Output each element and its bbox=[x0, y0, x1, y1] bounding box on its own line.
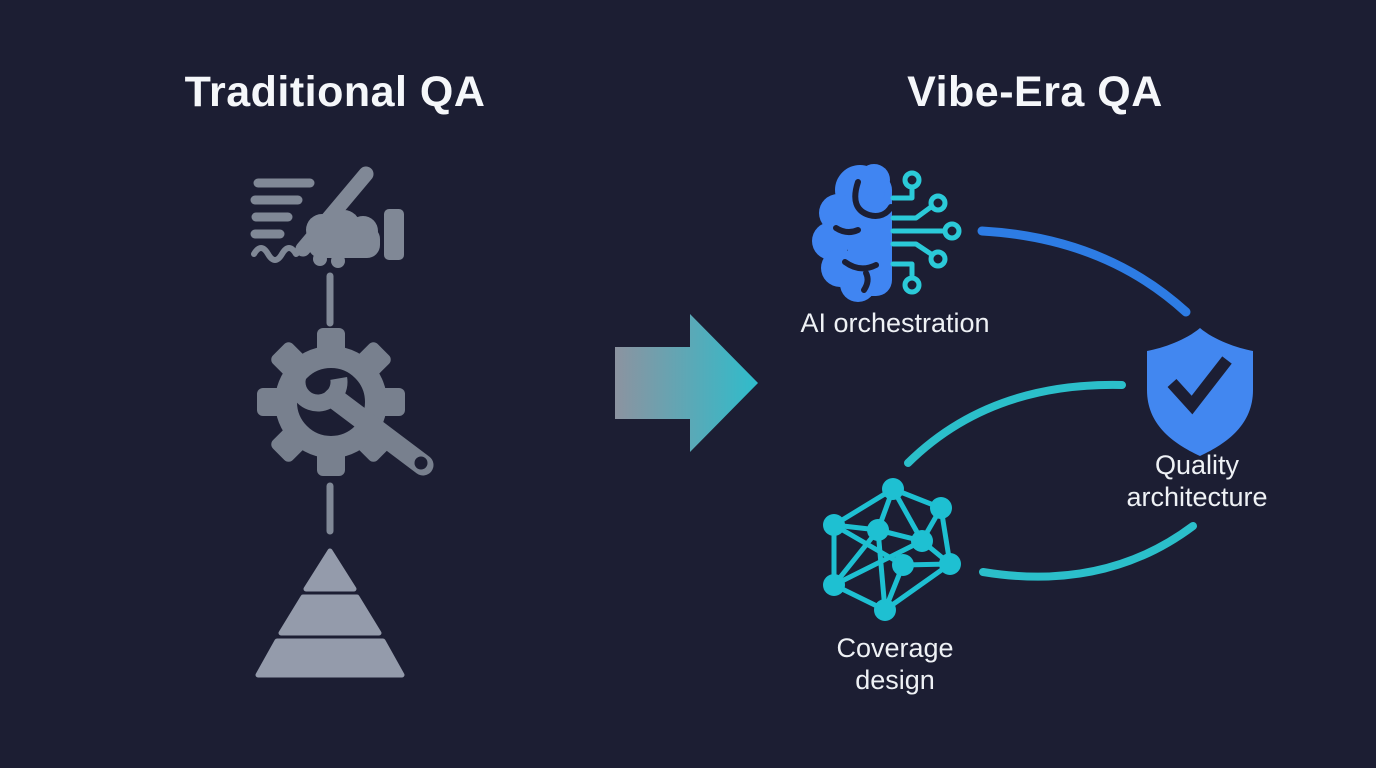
network-to-shield-connector-bottom bbox=[979, 522, 1197, 581]
left-panel-title: Traditional QA bbox=[184, 68, 486, 116]
ai-orchestration-label: AI orchestration bbox=[800, 308, 990, 338]
gear-wrench-icon bbox=[257, 328, 434, 476]
manual-writing-icon bbox=[250, 166, 404, 268]
coverage-network-icon bbox=[823, 478, 961, 621]
coverage-design-label: Coverage design bbox=[836, 633, 954, 695]
ai-brain-icon bbox=[812, 164, 962, 302]
test-pyramid-icon bbox=[255, 548, 405, 678]
brain-to-shield-connector bbox=[977, 226, 1191, 317]
quality-architecture-label: Quality architecture bbox=[1126, 450, 1268, 512]
quality-shield-icon bbox=[1147, 328, 1253, 456]
transition-arrow bbox=[615, 314, 758, 452]
network-to-shield-connector-top bbox=[904, 380, 1126, 467]
checkmark-icon bbox=[1167, 356, 1232, 415]
right-panel-title: Vibe-Era QA bbox=[907, 68, 1163, 116]
